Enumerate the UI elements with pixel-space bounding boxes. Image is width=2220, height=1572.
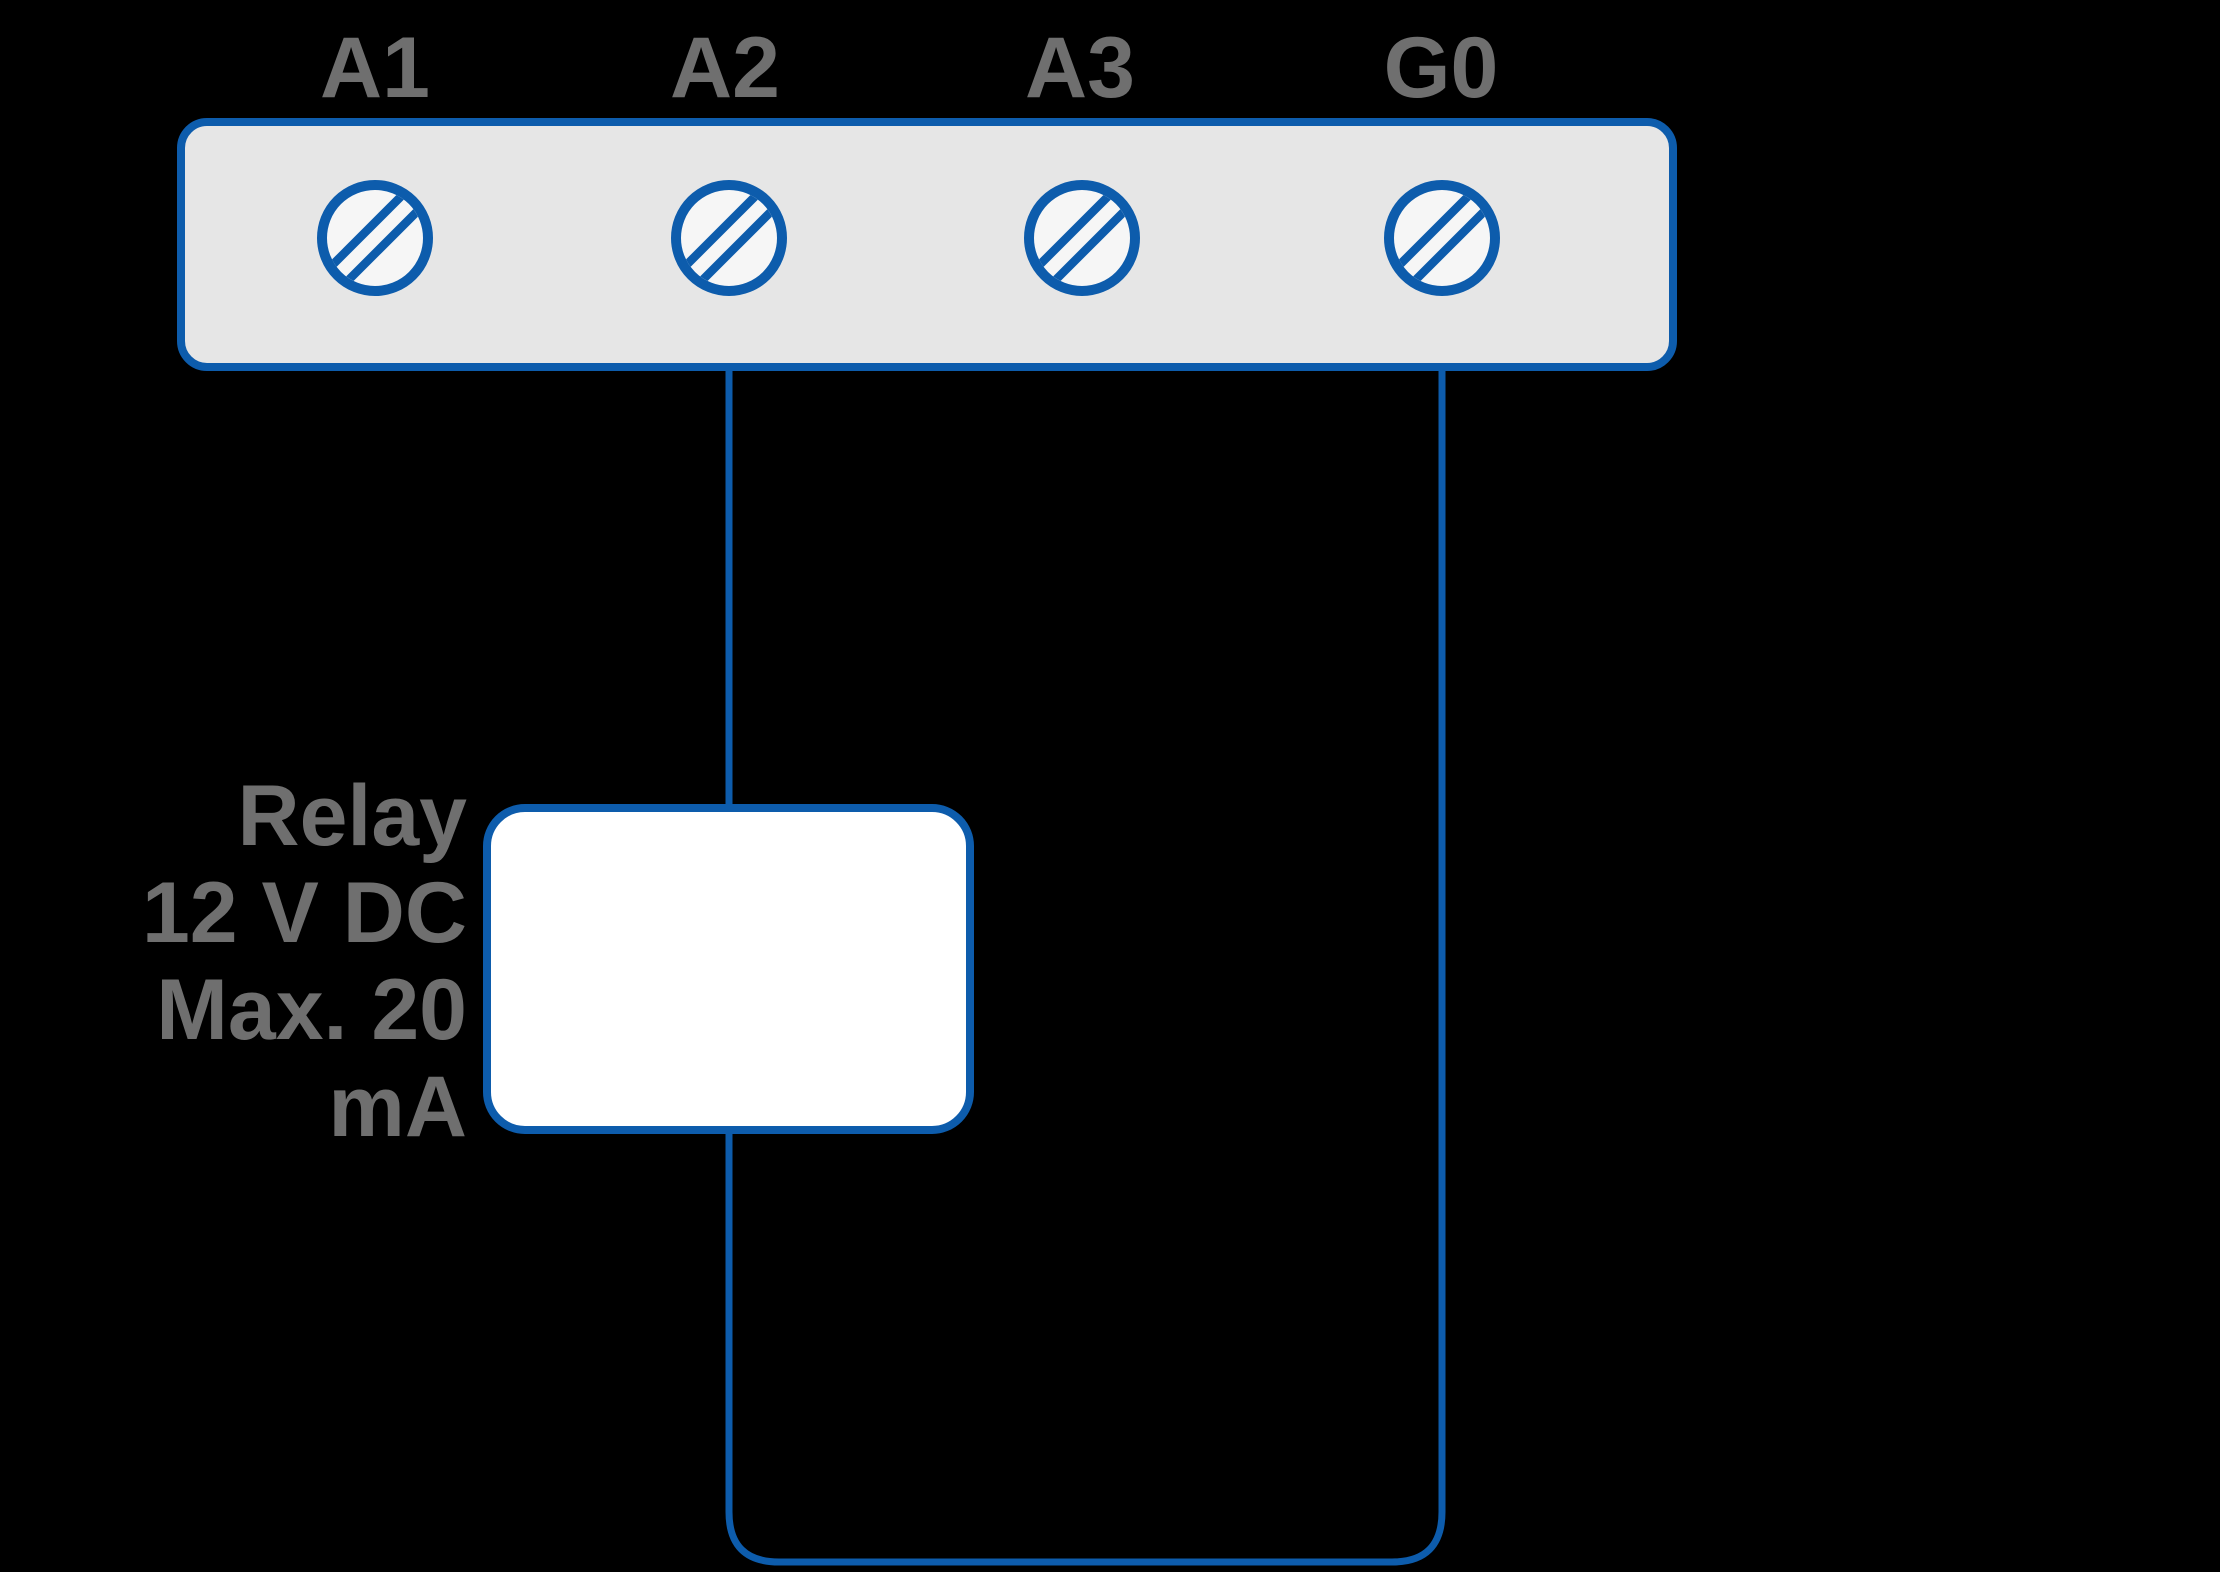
terminal-label-a1: A1 <box>320 20 430 116</box>
terminal-label-a2: A2 <box>670 20 780 116</box>
screw-terminal-a1 <box>318 181 433 296</box>
relay-spec-line-2: 12 V DC <box>142 865 467 961</box>
wire-relay-to-g0 <box>725 360 1446 1566</box>
terminal-block <box>177 118 1677 371</box>
screw-terminal-a2 <box>672 181 787 296</box>
relay-box <box>483 804 974 1134</box>
terminal-label-a3: A3 <box>1025 20 1135 116</box>
relay-spec-line-3: Max. 20 <box>156 962 467 1058</box>
screw-terminal-g0 <box>1385 181 1500 296</box>
relay-spec-line-4: mA <box>328 1059 467 1155</box>
relay-spec-line-1: Relay <box>238 768 468 864</box>
screw-terminal-a3 <box>1025 181 1140 296</box>
terminal-label-g0: G0 <box>1384 20 1499 116</box>
